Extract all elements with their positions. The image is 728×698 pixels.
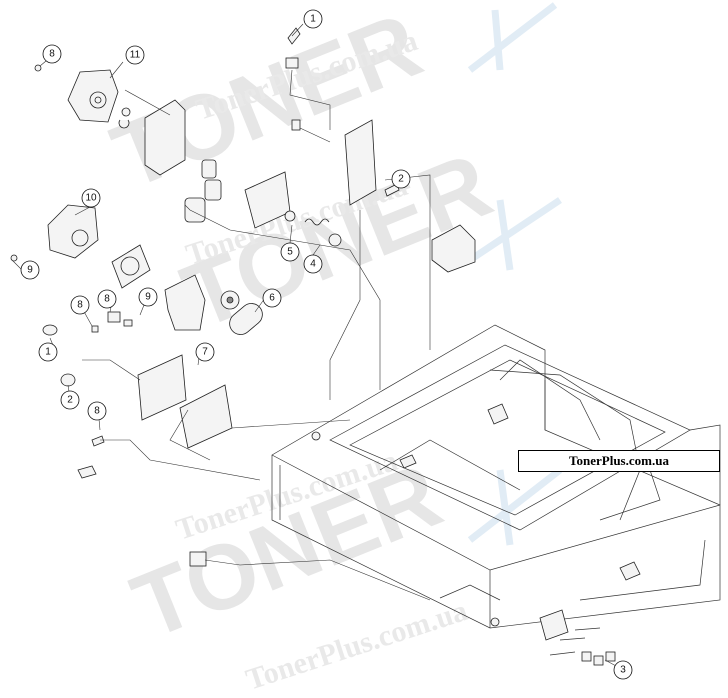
callout-c10: 10	[81, 188, 101, 208]
callout-c2-left: 2	[60, 390, 80, 410]
callout-label: 2	[398, 174, 404, 185]
callout-c11: 11	[125, 45, 145, 65]
callout-label: 8	[94, 406, 100, 417]
callout-label: 8	[49, 49, 55, 60]
callout-c1-top: 1	[303, 9, 323, 29]
control-board	[137, 354, 233, 449]
callout-c8-top: 8	[42, 44, 62, 64]
callout-c6: 6	[262, 288, 282, 308]
callout-c8-mid-b: 8	[97, 289, 117, 309]
drive-bracket-top	[144, 27, 476, 273]
callout-c7: 7	[195, 342, 215, 362]
callout-c4: 4	[303, 254, 323, 274]
callout-label: 3	[620, 665, 626, 676]
drive-bracket-middle	[164, 274, 263, 335]
callout-c3: 3	[613, 660, 633, 680]
callout-c2-top: 2	[391, 169, 411, 189]
callout-label: 2	[67, 395, 73, 406]
callout-c5: 5	[280, 242, 300, 262]
callout-label: 8	[77, 300, 83, 311]
tray-frame	[271, 324, 721, 641]
callout-c8-mid-a: 8	[70, 295, 90, 315]
callout-label: 4	[310, 259, 316, 270]
connector-bottom	[189, 551, 207, 567]
callout-label: 11	[130, 50, 141, 61]
motor-assembly-top	[34, 64, 131, 129]
callout-label: 1	[45, 347, 51, 358]
callout-c8-low: 8	[87, 401, 107, 421]
connector-cluster-right	[549, 627, 616, 666]
callout-label: 9	[145, 292, 151, 303]
callout-label: 8	[104, 294, 110, 305]
callout-c9-left: 9	[20, 260, 40, 280]
callout-label: 9	[27, 265, 33, 276]
callout-label: 1	[310, 14, 316, 25]
callout-label: 5	[287, 247, 293, 258]
callout-label: 10	[85, 193, 97, 204]
small-parts-left	[42, 311, 133, 479]
motor-assembly-middle	[10, 204, 151, 289]
callout-label: 7	[202, 347, 208, 358]
callout-c1-left: 1	[38, 342, 58, 362]
callout-label: 6	[269, 293, 275, 304]
callout-c9-mid: 9	[138, 287, 158, 307]
watermark-x-mark	[467, 2, 563, 546]
site-label: TonerPlus.com.ua	[518, 450, 720, 472]
